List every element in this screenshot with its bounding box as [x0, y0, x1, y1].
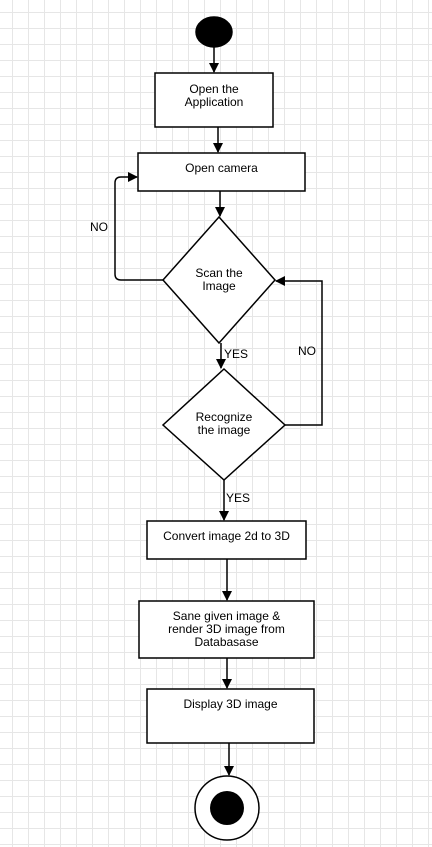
open-app-box	[154, 72, 274, 128]
end-node-inner	[210, 791, 244, 825]
convert-box	[146, 520, 307, 560]
edge-scan-no-loop	[114, 172, 163, 281]
save-render-box	[138, 600, 315, 659]
display-box	[146, 688, 315, 744]
edge-recognize-no-loop	[275, 276, 323, 426]
open-camera-box	[137, 152, 306, 192]
recognize-diamond	[161, 367, 287, 482]
start-node	[195, 16, 233, 48]
scan-diamond	[161, 215, 277, 345]
